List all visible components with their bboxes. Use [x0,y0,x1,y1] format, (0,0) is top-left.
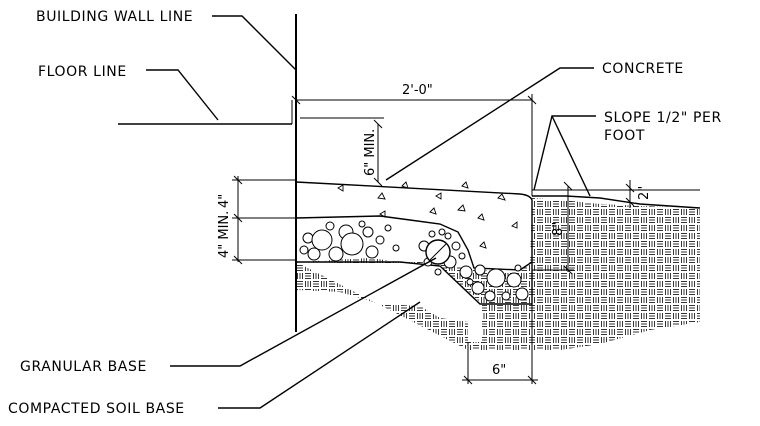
concrete-slab [295,181,533,271]
label-compacted-soil-base: COMPACTED SOIL BASE [8,401,185,417]
dim-eight: 8" [532,181,574,275]
label-floor-line: FLOOR LINE [38,64,127,80]
label-concrete: CONCRETE [602,61,684,77]
leader-building-wall [212,15,297,71]
dim-six-bottom-label: 6" [492,363,506,378]
label-slope-line2: FOOT [604,128,645,144]
label-building-wall-line: BUILDING WALL LINE [36,9,193,25]
leader-concrete [385,67,594,181]
dim-two-in-label: 2" [637,186,652,200]
leader-floor-line [146,69,219,121]
label-slope-line1: SLOPE 1/2" PER [604,110,722,126]
concrete-aggregate-marks [337,181,518,249]
dim-two-feet: 2'-0" [291,83,537,196]
dim-six-min: 6" MIN. [363,119,383,187]
dim-six-min-label: 6" MIN. [363,129,378,176]
dim-four-min-label: 4" MIN. [217,211,232,258]
soil-profile-left [296,262,468,350]
dim-two-in: 2" [625,180,652,208]
leader-compacted-soil [218,301,421,409]
leader-slope-2 [551,115,591,197]
dim-eight-label: 8" [551,222,566,236]
ground-surface [532,195,701,209]
label-granular-base: GRANULAR BASE [20,359,147,375]
dim-two-feet-label: 2'-0" [402,83,433,98]
drain-pipe-mark [429,243,447,261]
dim-six-bottom: 6" [462,304,538,385]
dim-four-label: 4" [217,194,232,208]
dim-left-stack: 4" 4" MIN. [217,175,296,265]
leader-slope [533,115,596,191]
leader-granular-base [170,257,437,367]
